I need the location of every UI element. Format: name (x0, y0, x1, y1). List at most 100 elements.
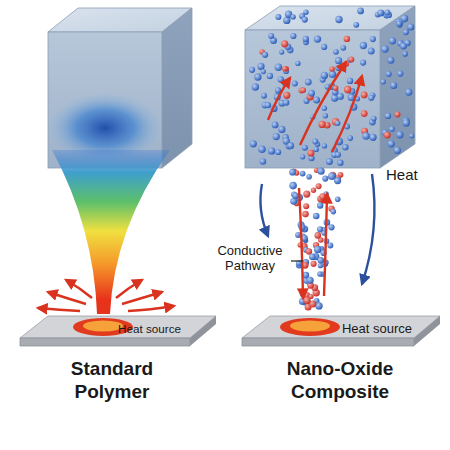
particle (312, 139, 318, 145)
plate-front (242, 338, 414, 346)
node-text: Heat source (342, 322, 412, 337)
particle (314, 35, 321, 42)
particle (384, 132, 391, 139)
particle (311, 261, 317, 267)
hot-spot (83, 321, 123, 332)
spread-arrow (122, 292, 162, 304)
plate-top (20, 316, 216, 338)
particle (267, 73, 273, 79)
particle (301, 87, 306, 92)
particle (314, 147, 319, 152)
particle (337, 93, 344, 100)
particle (377, 9, 384, 16)
particle (275, 149, 281, 155)
hot-spot (290, 321, 330, 332)
particle (289, 169, 296, 176)
particle (262, 52, 268, 58)
particle (344, 36, 350, 42)
plate-front (20, 338, 190, 346)
heat-arrow (260, 184, 268, 236)
particle (292, 81, 298, 87)
particle (272, 122, 279, 129)
particle (327, 243, 333, 249)
particle (313, 97, 320, 104)
particle (287, 142, 294, 149)
cube-side (162, 8, 192, 168)
particle (326, 158, 333, 165)
particle (302, 17, 308, 23)
particle (362, 132, 370, 140)
particle (300, 171, 306, 177)
pathway-label: Conductive Pathway (210, 244, 290, 274)
particle (303, 36, 309, 42)
composite-cube (245, 6, 415, 168)
particle (278, 126, 285, 133)
particle (283, 99, 289, 105)
spread-arrow (38, 308, 80, 311)
particle (322, 106, 327, 111)
heat-arrow (362, 174, 374, 284)
particle (386, 71, 392, 77)
particle (389, 126, 395, 132)
particle (348, 135, 354, 141)
particle (370, 36, 376, 42)
particle (407, 24, 414, 31)
particle (249, 67, 255, 73)
particle (360, 42, 367, 49)
spread-arrow (66, 280, 92, 298)
particle (335, 57, 342, 64)
particle (302, 145, 308, 151)
particle (265, 102, 271, 108)
particle (279, 50, 284, 55)
spread-arrow (48, 292, 86, 304)
particle (305, 79, 312, 86)
particle (390, 82, 397, 89)
particle (401, 15, 409, 23)
particle (357, 7, 364, 14)
particle (318, 121, 325, 128)
node-text: Heat source (118, 322, 181, 335)
particle (307, 277, 314, 284)
particle (340, 45, 346, 51)
particle (353, 22, 359, 28)
particle (361, 92, 368, 99)
particle (261, 93, 267, 99)
particle (252, 83, 259, 90)
particle (303, 191, 310, 198)
particle (323, 113, 328, 118)
particle (360, 60, 366, 66)
particle (403, 119, 410, 126)
particle (331, 209, 337, 215)
particle (384, 10, 390, 16)
particle (261, 69, 266, 74)
particle (381, 79, 386, 84)
heat-spread-arrows (38, 280, 174, 311)
particle (289, 182, 297, 190)
heat-arrow (332, 76, 362, 152)
particle (290, 33, 296, 39)
cube-front (245, 30, 380, 168)
leader-line (291, 260, 303, 261)
heat-arrow (268, 78, 290, 120)
particle (311, 188, 316, 193)
polymer-cube (47, 8, 192, 168)
panel-caption: Standard Polymer (42, 358, 182, 404)
particle (258, 146, 266, 154)
particle (268, 147, 275, 154)
particle (317, 271, 322, 276)
heat-source-plate: Heat source (240, 310, 442, 350)
particle (275, 14, 281, 20)
particle (290, 14, 295, 19)
particle (318, 168, 325, 175)
particle (389, 37, 396, 44)
panel-caption: Nano-Oxide Composite (270, 358, 410, 404)
particle (273, 133, 280, 140)
heat-arrow (324, 194, 327, 296)
particle (278, 76, 284, 82)
particle (333, 49, 339, 55)
heat-arrow (299, 188, 303, 298)
heat-source-plate: Heat source (18, 310, 218, 350)
heat-arrow (300, 62, 346, 145)
particle (313, 213, 320, 220)
particle (335, 197, 341, 203)
